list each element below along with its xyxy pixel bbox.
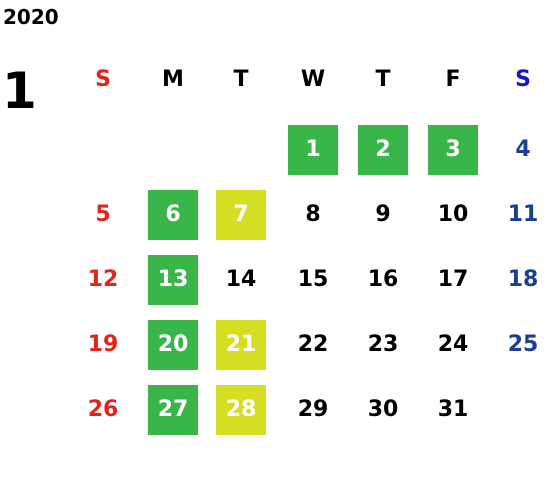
day-27: 27: [148, 385, 198, 435]
day-24: 24: [437, 332, 469, 357]
weekday-sun: S: [95, 67, 111, 92]
day-13: 13: [148, 255, 198, 305]
day-9: 9: [375, 202, 391, 227]
day-1: 1: [288, 125, 338, 175]
day-7: 7: [216, 190, 266, 240]
day-22: 22: [297, 332, 329, 357]
day-2: 2: [358, 125, 408, 175]
day-14: 14: [225, 267, 257, 292]
day-21: 21: [216, 320, 266, 370]
day-23: 23: [367, 332, 399, 357]
day-20: 20: [148, 320, 198, 370]
weekday-thu: T: [375, 67, 391, 92]
day-5: 5: [95, 202, 111, 227]
day-15: 15: [297, 267, 329, 292]
day-26: 26: [87, 397, 119, 422]
weekday-mon: M: [162, 67, 184, 92]
day-11: 11: [507, 202, 539, 227]
day-10: 10: [437, 202, 469, 227]
day-12: 12: [87, 267, 119, 292]
day-30: 30: [367, 397, 399, 422]
day-29: 29: [297, 397, 329, 422]
day-3: 3: [428, 125, 478, 175]
year-label: 2020: [3, 5, 59, 29]
day-18: 18: [507, 267, 539, 292]
day-6: 6: [148, 190, 198, 240]
weekday-fri: F: [445, 67, 461, 92]
day-25: 25: [507, 332, 539, 357]
weekday-sat: S: [515, 67, 531, 92]
day-28: 28: [216, 385, 266, 435]
month-number: 1: [2, 62, 37, 120]
day-31: 31: [437, 397, 469, 422]
weekday-tue: T: [233, 67, 249, 92]
day-16: 16: [367, 267, 399, 292]
day-19: 19: [87, 332, 119, 357]
day-4: 4: [515, 137, 531, 162]
day-8: 8: [305, 202, 321, 227]
day-17: 17: [437, 267, 469, 292]
weekday-wed: W: [300, 67, 326, 92]
